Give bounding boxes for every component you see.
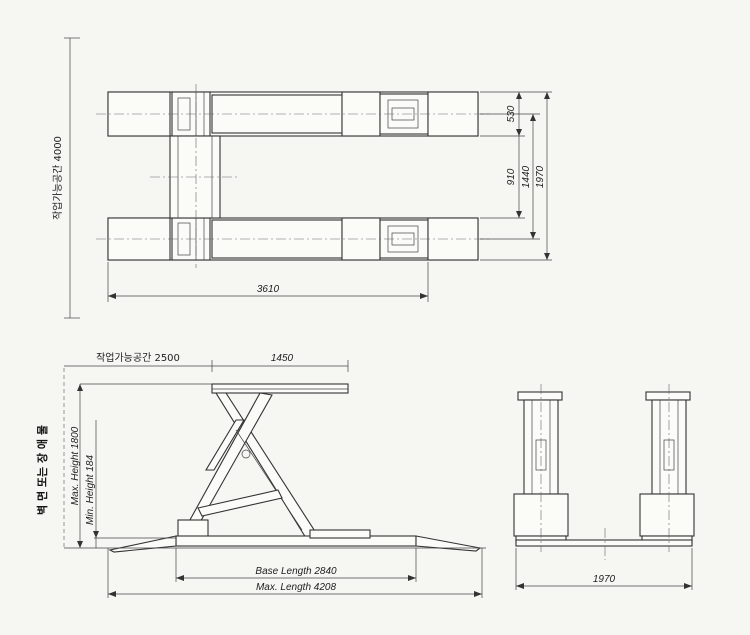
side-view: 벽 면 또는 장 애 물 작업가능공간 2500 1450 Max. Heigh… (35, 351, 486, 598)
front-column-right (639, 391, 695, 545)
ramp-left (108, 535, 177, 553)
base-frame (175, 535, 417, 547)
top-view: 작업가능공간 4000 (51, 37, 552, 319)
scissor-arm-b (179, 392, 273, 541)
min-height-dim: Min. Height 184 (85, 455, 96, 525)
dim-530: 530 (506, 105, 517, 122)
max-length-dim: Max. Length 4208 (256, 582, 336, 593)
runway-bottom (107, 217, 479, 261)
front-width-dim: 1970 (593, 574, 616, 585)
front-view: 1970 (513, 384, 695, 590)
platform-length-dim: 1450 (271, 353, 294, 364)
top-length-dim: 3610 (257, 284, 280, 295)
dim-1440: 1440 (521, 165, 532, 188)
dim-910: 910 (506, 168, 517, 185)
max-height-dim: Max. Height 1800 (70, 426, 81, 505)
base-length-dim: Base Length 2840 (255, 566, 337, 577)
lift-platform (211, 383, 349, 394)
top-workspace-label: 작업가능공간 4000 (51, 136, 64, 220)
wall-obstacle-label: 벽 면 또는 장 애 물 (35, 425, 49, 515)
front-column-left (513, 391, 569, 545)
side-workspace-label: 작업가능공간 2500 (96, 351, 180, 364)
front-base-plate (515, 539, 693, 547)
ramp-right (415, 535, 482, 552)
dim-1970-top: 1970 (535, 165, 546, 188)
